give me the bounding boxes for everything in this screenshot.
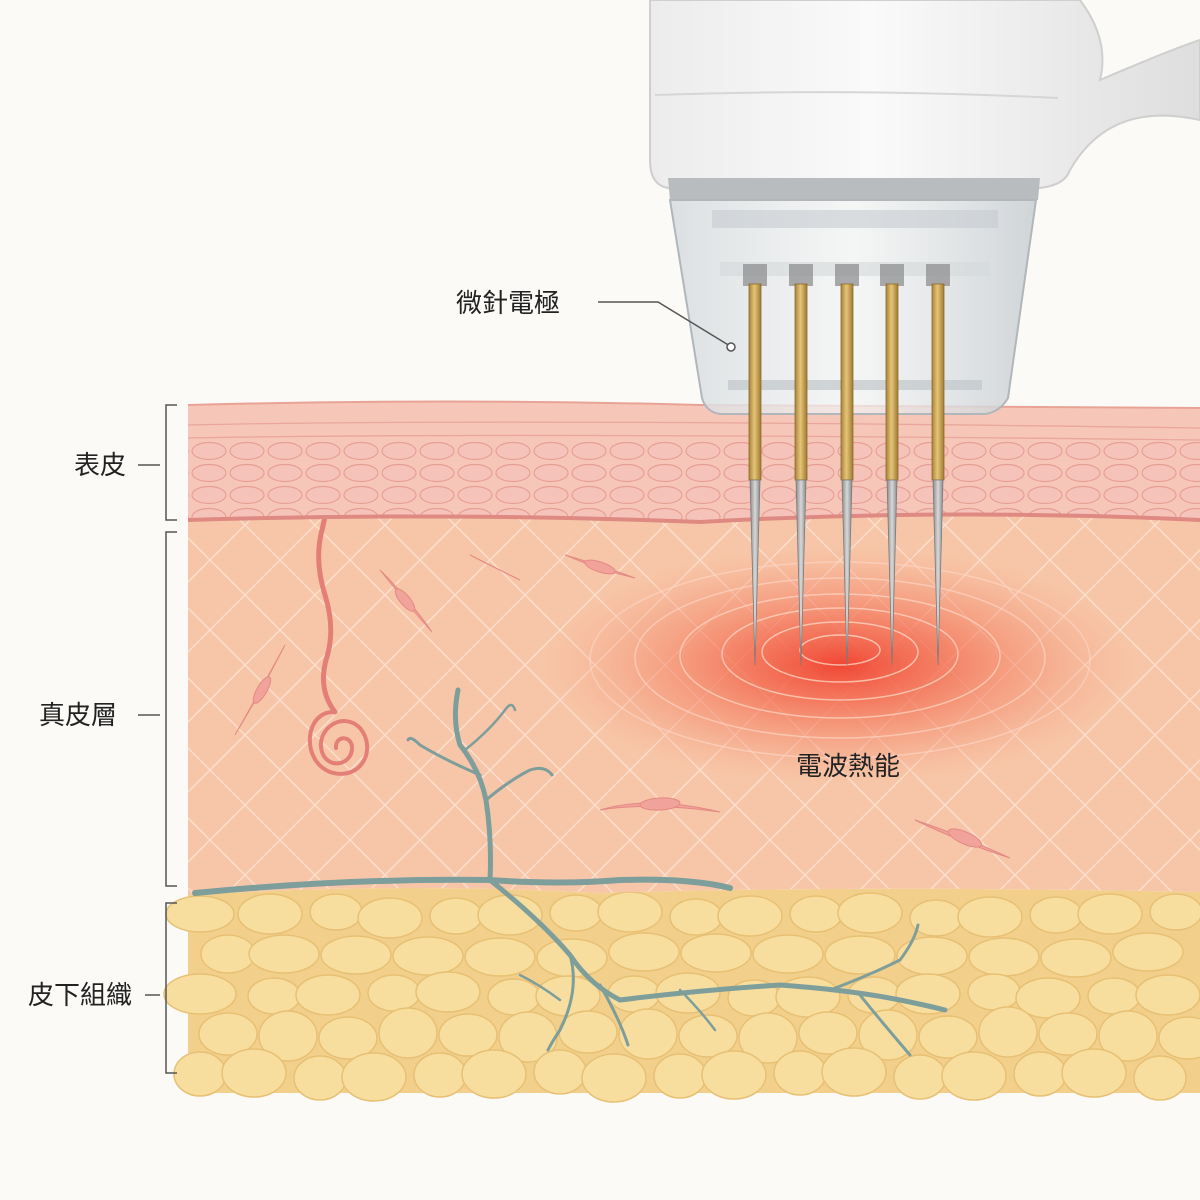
fat-lobule [438,1013,498,1057]
fat-lobule [533,1049,587,1095]
fat-lobule [680,933,752,973]
fat-lobule [837,892,903,934]
fat-lobule [341,1052,407,1102]
fat-lobule [413,1052,467,1098]
fat-lobule [248,934,320,974]
fat-lobule [1133,1055,1187,1101]
fat-lobule [1038,1012,1098,1056]
electrode-callout [598,301,736,352]
microneedle-icon [926,264,950,666]
fat-lobules [163,891,1200,1103]
label-dermis: 真皮層 [39,701,117,731]
fat-lobule [163,973,237,1015]
fat-lobule [367,974,421,1012]
fat-lobule [608,932,680,972]
fat-lobule [198,1012,258,1056]
fat-lobule [357,897,423,939]
fat-lobule [549,894,603,932]
fat-lobule [978,1006,1038,1058]
fat-lobule [789,895,843,933]
label-epidermis: 表皮 [74,451,126,481]
fat-lobule [967,973,1021,1011]
label-heat: 電波熱能 [796,752,900,782]
fat-lobule [893,1054,947,1100]
fat-lobule [968,937,1040,977]
fat-lobule [653,1053,707,1099]
fat-lobule [320,935,392,975]
fat-lobule [941,1051,1007,1101]
fat-lobule [165,895,235,933]
fat-lobule [717,895,783,937]
fat-lobule [918,1015,978,1059]
fat-lobule [821,1047,887,1097]
fat-lobule [295,974,361,1016]
dermis-layer [188,402,1200,1057]
epidermis-layer [187,400,1200,525]
fat-lobule [798,1011,858,1055]
fat-lobule [237,893,303,935]
fat-lobule [824,935,896,975]
fat-lobule [1158,1016,1200,1060]
fat-lobule [597,891,663,933]
microneedle-array [743,264,950,666]
fat-lobule [1112,932,1184,972]
fat-lobule [1149,893,1200,931]
fat-lobule [293,1055,347,1101]
fat-lobule [173,1051,227,1097]
fat-lobule [1098,1010,1158,1062]
fibroblast-cells [234,554,1011,859]
fat-lobule [200,934,256,974]
fat-lobule [378,1007,438,1059]
microneedle-icon [789,264,813,666]
fat-lobule [678,1014,738,1058]
fat-lobule [773,1050,827,1096]
microneedle-icon [835,264,859,666]
fat-lobule [318,1016,378,1060]
label-subcutaneous: 皮下組織 [28,981,132,1011]
fat-lobule [896,936,968,976]
fat-lobule [1135,974,1200,1016]
fat-lobule [487,978,541,1016]
rf-handpiece-icon [649,0,1200,666]
microneedle-icon [880,264,904,666]
fat-lobule [669,898,723,936]
fat-lobule [392,936,464,976]
fat-lobule [1013,1051,1067,1097]
fat-lobule [258,1010,318,1062]
fat-lobule [221,1048,287,1098]
fat-lobule [1040,938,1112,978]
blood-vessels [192,687,948,1057]
fat-lobule [247,977,301,1015]
microneedle-icon [743,264,767,666]
fat-lobule [309,893,363,931]
fat-lobule [464,937,536,977]
fat-lobule [1087,977,1141,1015]
fat-lobule [957,896,1023,938]
rf-heat-zone [540,545,1140,785]
subcutaneous-layer [163,887,1200,1103]
fat-lobule [701,1050,767,1100]
fat-lobule [461,1049,527,1099]
fat-lobule [752,934,824,974]
label-electrode: 微針電極 [456,289,560,319]
fat-lobule [1077,893,1143,935]
fat-lobule [1029,896,1083,934]
fat-lobule [415,971,481,1013]
fat-lobule [618,1008,678,1060]
layer-brackets [138,404,177,1074]
fat-lobule [1061,1048,1127,1098]
fat-lobule [429,897,483,935]
fat-lobule [581,1053,647,1103]
fat-lobule [558,1010,618,1054]
fat-lobule [738,1012,798,1064]
